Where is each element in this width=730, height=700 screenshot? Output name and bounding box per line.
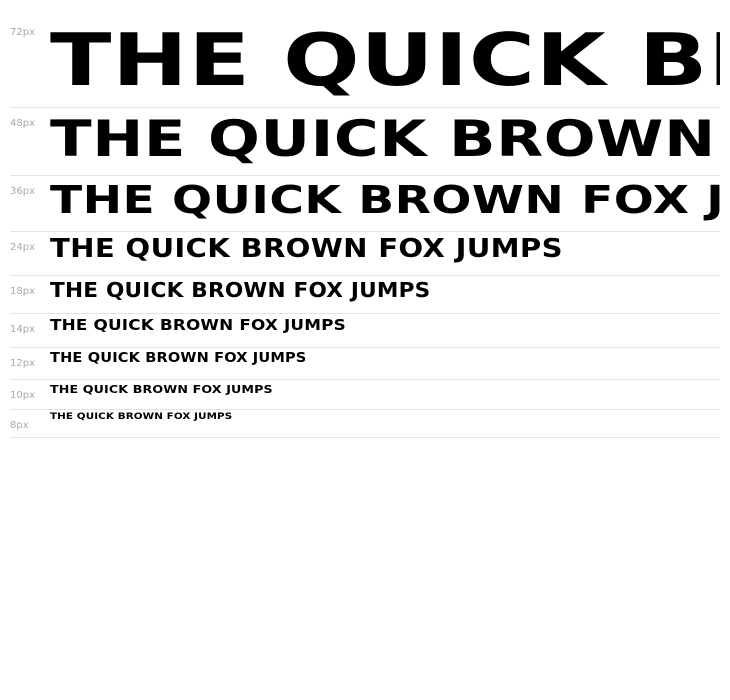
size-row-72: 72px THE QUICK BROWN FOX JUMPS <box>10 20 720 108</box>
size-row-8: 8px THE QUICK BROWN FOX JUMPS <box>10 410 720 438</box>
size-row-10: 10px THE QUICK BROWN FOX JUMPS <box>10 380 720 410</box>
size-label: 72px <box>10 27 35 38</box>
size-row-18: 18px THE QUICK BROWN FOX JUMPS <box>10 276 720 314</box>
font-sample: THE QUICK BROWN FOX JUMPS <box>50 383 273 396</box>
font-sample: THE QUICK BROWN FOX JUMPS <box>50 20 720 102</box>
font-sample: THE QUICK BROWN FOX JUMPS <box>50 351 307 366</box>
size-label: 48px <box>10 118 35 129</box>
font-sample: THE QUICK BROWN FOX JUMPS <box>50 110 720 168</box>
size-label: 36px <box>10 186 35 197</box>
size-row-12: 12px THE QUICK BROWN FOX JUMPS <box>10 348 720 380</box>
font-sample: THE QUICK BROWN FOX JUMPS <box>50 412 233 422</box>
size-row-24: 24px THE QUICK BROWN FOX JUMPS <box>10 232 720 276</box>
size-label: 24px <box>10 242 35 253</box>
size-row-36: 36px THE QUICK BROWN FOX JUMPS <box>10 176 720 232</box>
font-sample: THE QUICK BROWN FOX JUMPS <box>50 178 720 222</box>
size-label: 8px <box>10 420 29 431</box>
size-row-14: 14px THE QUICK BROWN FOX JUMPS <box>10 314 720 348</box>
font-sample: THE QUICK BROWN FOX JUMPS <box>50 316 346 334</box>
size-label: 12px <box>10 358 35 369</box>
size-row-48: 48px THE QUICK BROWN FOX JUMPS <box>10 108 720 176</box>
size-label: 14px <box>10 324 35 335</box>
size-label: 10px <box>10 390 35 401</box>
font-sample: THE QUICK BROWN FOX JUMPS <box>50 234 563 264</box>
size-label: 18px <box>10 286 35 297</box>
font-sample: THE QUICK BROWN FOX JUMPS <box>50 278 431 302</box>
